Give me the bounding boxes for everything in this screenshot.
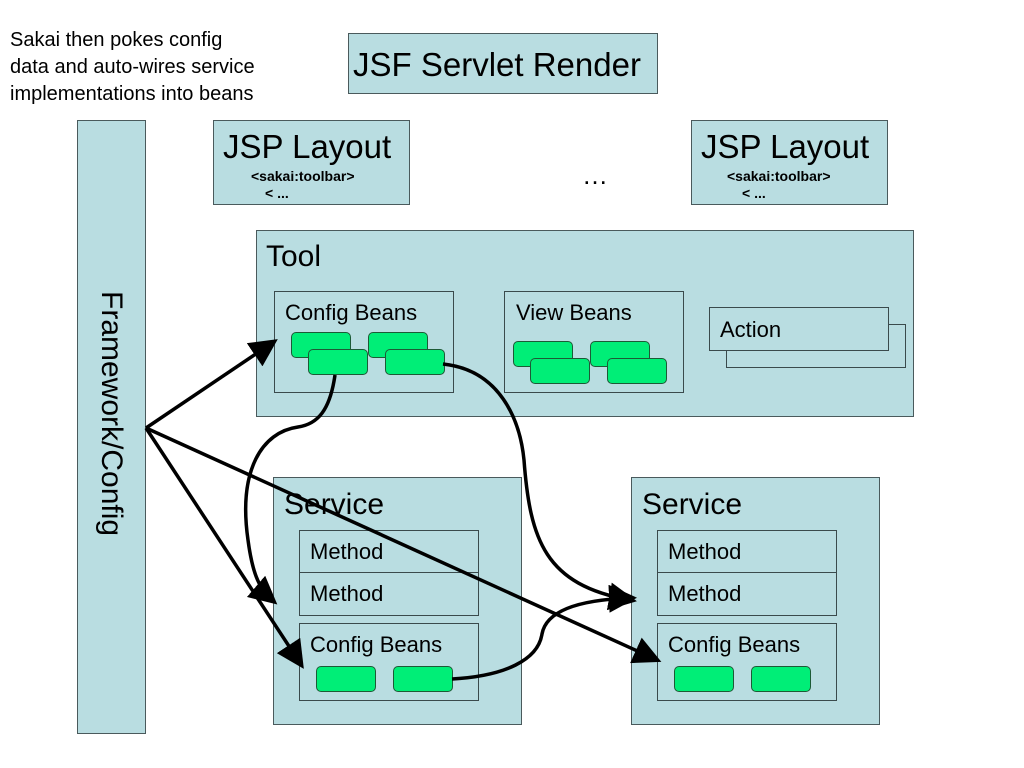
config-beans-label: Config Beans xyxy=(310,632,443,657)
service-config-beans: Config Beans xyxy=(299,623,479,701)
method-label: Method xyxy=(668,539,742,564)
jsp-layout-box: JSP Layout <sakai:toolbar> < ... xyxy=(691,120,888,205)
method-label: Method xyxy=(310,539,384,564)
config-beans-label: Config Beans xyxy=(668,632,801,657)
service-title: Service xyxy=(284,488,385,521)
bean xyxy=(308,349,368,375)
note-line: Sakai then pokes config xyxy=(10,29,223,51)
method-label: Method xyxy=(668,581,742,606)
service-box: Service Method Method Config Beans xyxy=(631,477,880,725)
action-box-front: Action xyxy=(709,307,889,351)
ellipsis: … xyxy=(582,160,608,190)
framework-config-bar: Framework/Config xyxy=(77,120,146,734)
tool-view-beans: View Beans xyxy=(504,291,684,393)
method-label: Method xyxy=(310,581,384,606)
jsf-title: JSF Servlet Render xyxy=(353,46,641,83)
jsp-layout-title: JSP Layout xyxy=(223,128,392,165)
service-title: Service xyxy=(642,488,743,521)
jsp-layout-more: < ... xyxy=(742,185,766,201)
jsp-layout-title: JSP Layout xyxy=(701,128,870,165)
method-row: Method xyxy=(657,572,837,616)
jsp-layout-tag: <sakai:toolbar> xyxy=(727,168,831,184)
jsp-layout-more: < ... xyxy=(265,185,289,201)
jsp-layout-tag: <sakai:toolbar> xyxy=(251,168,355,184)
bean xyxy=(530,358,590,384)
view-beans-label: View Beans xyxy=(516,300,632,325)
method-row: Method xyxy=(299,530,479,574)
jsp-layout-box: JSP Layout <sakai:toolbar> < ... xyxy=(213,120,410,205)
jsf-servlet-render-box: JSF Servlet Render xyxy=(348,33,658,94)
bean xyxy=(607,358,667,384)
method-row: Method xyxy=(299,572,479,616)
tool-box: Tool Config Beans View Beans Action Acti… xyxy=(256,230,914,417)
action-label: Action xyxy=(720,317,782,342)
bean xyxy=(393,666,453,692)
service-box: Service Method Method Config Beans xyxy=(273,477,522,725)
bean xyxy=(674,666,734,692)
method-row: Method xyxy=(657,530,837,574)
bean xyxy=(385,349,445,375)
bean xyxy=(316,666,376,692)
bean xyxy=(751,666,811,692)
tool-config-beans: Config Beans xyxy=(274,291,454,393)
tool-title: Tool xyxy=(266,240,322,273)
config-beans-label: Config Beans xyxy=(285,300,418,325)
note-line: implementations into beans xyxy=(10,83,254,105)
framework-label: Framework/Config xyxy=(95,291,128,537)
note-line: data and auto-wires service xyxy=(10,56,255,78)
arrow-framework-to-tool-config xyxy=(145,339,278,430)
annotation-note: Sakai then pokes config data and auto-wi… xyxy=(10,27,310,108)
service-config-beans: Config Beans xyxy=(657,623,837,701)
